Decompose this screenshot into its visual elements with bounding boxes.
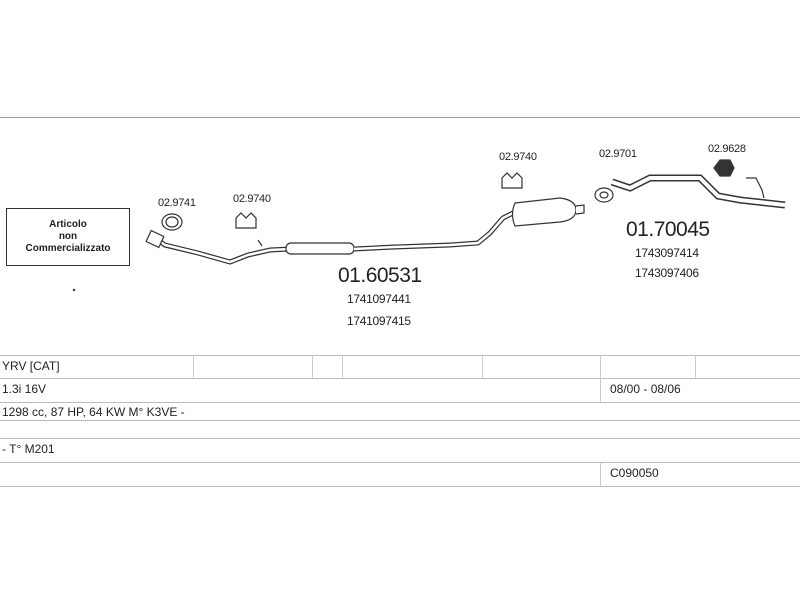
notice-line-2: non xyxy=(58,231,78,242)
table-border xyxy=(0,420,800,421)
assembly-code[interactable]: 01.60531 xyxy=(338,264,422,287)
assembly-ref: 1743097414 xyxy=(635,246,699,260)
notice-line-1: Articolo xyxy=(49,219,87,230)
catalog-code: C090050 xyxy=(610,466,659,480)
clamp-right xyxy=(501,172,523,189)
rubber-hanger xyxy=(713,159,735,177)
front-flange xyxy=(145,229,165,249)
part-label[interactable]: 02.9741 xyxy=(158,197,196,209)
assembly-ref: 1741097441 xyxy=(347,292,411,306)
assembly-ref: 1743097406 xyxy=(635,266,699,280)
part-label[interactable]: 02.9740 xyxy=(233,193,271,205)
table-border xyxy=(0,462,800,463)
table-border xyxy=(0,402,800,403)
production-period: 08/00 - 08/06 xyxy=(610,382,681,396)
rear-silencer xyxy=(511,197,577,227)
part-label[interactable]: 02.9628 xyxy=(708,143,746,155)
assembly-ref: 1741097415 xyxy=(347,314,411,328)
engine: 1.3i 16V xyxy=(2,382,47,396)
table-border xyxy=(0,486,800,487)
table-border xyxy=(0,438,800,439)
assembly-code[interactable]: 01.70045 xyxy=(626,218,710,241)
part-label[interactable]: 02.9701 xyxy=(599,148,637,160)
not-available-notice: Articolo non Commercializzato xyxy=(6,208,130,266)
top-border xyxy=(0,117,800,118)
notice-line-3: Commercializzato xyxy=(25,243,111,254)
vehicle-type: - T° M201 xyxy=(2,442,55,456)
center-silencer xyxy=(285,242,355,255)
part-label[interactable]: 02.9740 xyxy=(499,151,537,163)
table-border xyxy=(0,355,800,356)
clamp-left xyxy=(235,212,257,229)
engine-spec: 1298 cc, 87 HP, 64 KW M° K3VE - xyxy=(2,405,185,419)
vehicle-model: YRV [CAT] xyxy=(2,359,60,373)
table-border xyxy=(0,378,800,379)
